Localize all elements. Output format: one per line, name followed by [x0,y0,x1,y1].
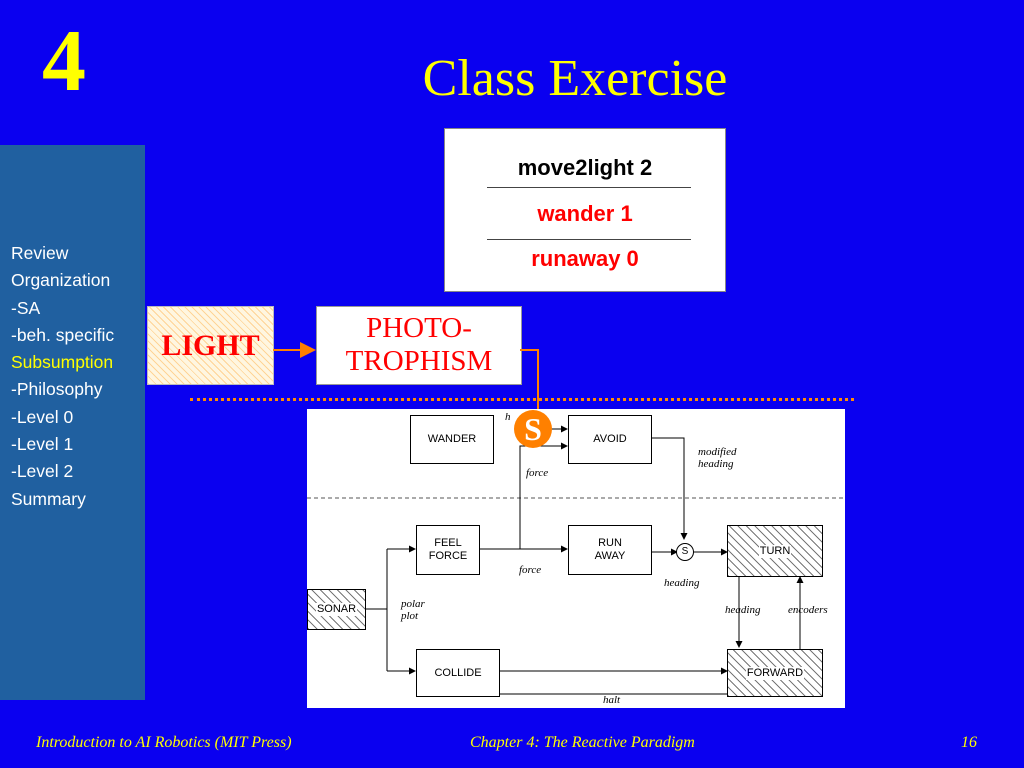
sidebar: Review Organization -SA -beh. specific S… [0,145,145,700]
suppression-node: S [514,410,552,448]
layer-divider [190,398,854,401]
halt-label: halt [603,694,621,706]
sidebar-item-organization[interactable]: Organization [11,270,111,291]
light-sensor-box: LIGHT [147,306,274,385]
run-away-line-1: RUN [598,537,622,549]
sidebar-item-beh-specific[interactable]: -beh. specific [11,324,115,345]
avoid-label: AVOID [593,433,627,445]
footer-page-number: 16 [961,734,977,751]
priority-table: move2light 2 wander 1 runaway 0 [444,128,726,292]
run-away-line-2: AWAY [594,550,626,562]
wander-label: WANDER [427,433,477,445]
sidebar-item-review[interactable]: Review [11,243,69,263]
phototropism-label: PHOTO- TROPHISM [317,307,521,378]
modified-heading-label: modified heading [698,446,737,470]
collide-module: COLLIDE [416,649,500,697]
footer-chapter: Chapter 4: The Reactive Paradigm [470,734,695,751]
priority-row-move2light: move2light 2 [517,155,653,180]
priority-row-runaway: runaway 0 [531,246,639,271]
footer-book-title: Introduction to AI Robotics (MIT Press) [36,734,292,751]
sonar-module: SONAR [307,589,366,630]
slide-title: Class Exercise [422,50,728,107]
run-away-module: RUN AWAY [568,525,652,575]
forward-module: FORWARD [727,649,823,697]
phototropism-line-2: TROPHISM [345,345,493,377]
sidebar-item-level-2[interactable]: -Level 2 [11,461,74,482]
modified-heading-line-2: heading [698,458,734,470]
collide-label: COLLIDE [434,666,482,679]
force-label-lower: force [519,564,542,576]
priority-divider [487,239,691,240]
feel-force-line-1: FEEL [434,537,462,549]
force-label-upper: force [526,467,549,479]
sidebar-item-level-1[interactable]: -Level 1 [11,434,74,455]
sonar-label: SONAR [315,603,358,616]
sidebar-item-summary[interactable]: Summary [11,488,86,509]
heading-label-turn: heading [725,604,761,616]
modified-heading-line-1: modified [698,446,737,458]
sidebar-item-sa[interactable]: -SA [11,297,41,318]
priority-row-wander: wander 1 [537,201,633,226]
turn-module: TURN [727,525,823,577]
suppressor-node: S [676,543,694,561]
subsumption-diagram: WANDER AVOID FEEL FORCE RUN AWAY TURN SO… [307,409,845,708]
phototropism-line-1: PHOTO- [366,312,472,344]
heading-label-partial: h [505,411,511,423]
sidebar-item-philosophy[interactable]: -Philosophy [11,379,103,400]
sidebar-item-level-0[interactable]: -Level 0 [11,406,74,427]
feel-force-line-2: FORCE [428,550,468,562]
force-up-line [519,442,568,549]
wander-module: WANDER [410,415,494,464]
heading-label-s: heading [664,577,700,589]
avoid-to-s-line [651,437,688,540]
avoid-module: AVOID [568,415,652,464]
encoders-label: encoders [788,604,828,616]
phototropism-box: PHOTO- TROPHISM [316,306,522,385]
sidebar-item-subsumption[interactable]: Subsumption [11,352,114,373]
polar-plot-line-1: polar [401,598,425,610]
polar-plot-label: polar plot [401,598,425,622]
sidebar-nav: Review Organization -SA -beh. specific S… [11,240,114,513]
polar-plot-line-2: plot [401,610,419,622]
turn-label: TURN [758,544,792,558]
feel-force-module: FEEL FORCE [416,525,480,575]
forward-label: FORWARD [745,666,805,680]
chapter-number: 4 [42,13,86,110]
phototropism-to-suppress-line [520,349,539,410]
priority-divider [487,187,691,188]
